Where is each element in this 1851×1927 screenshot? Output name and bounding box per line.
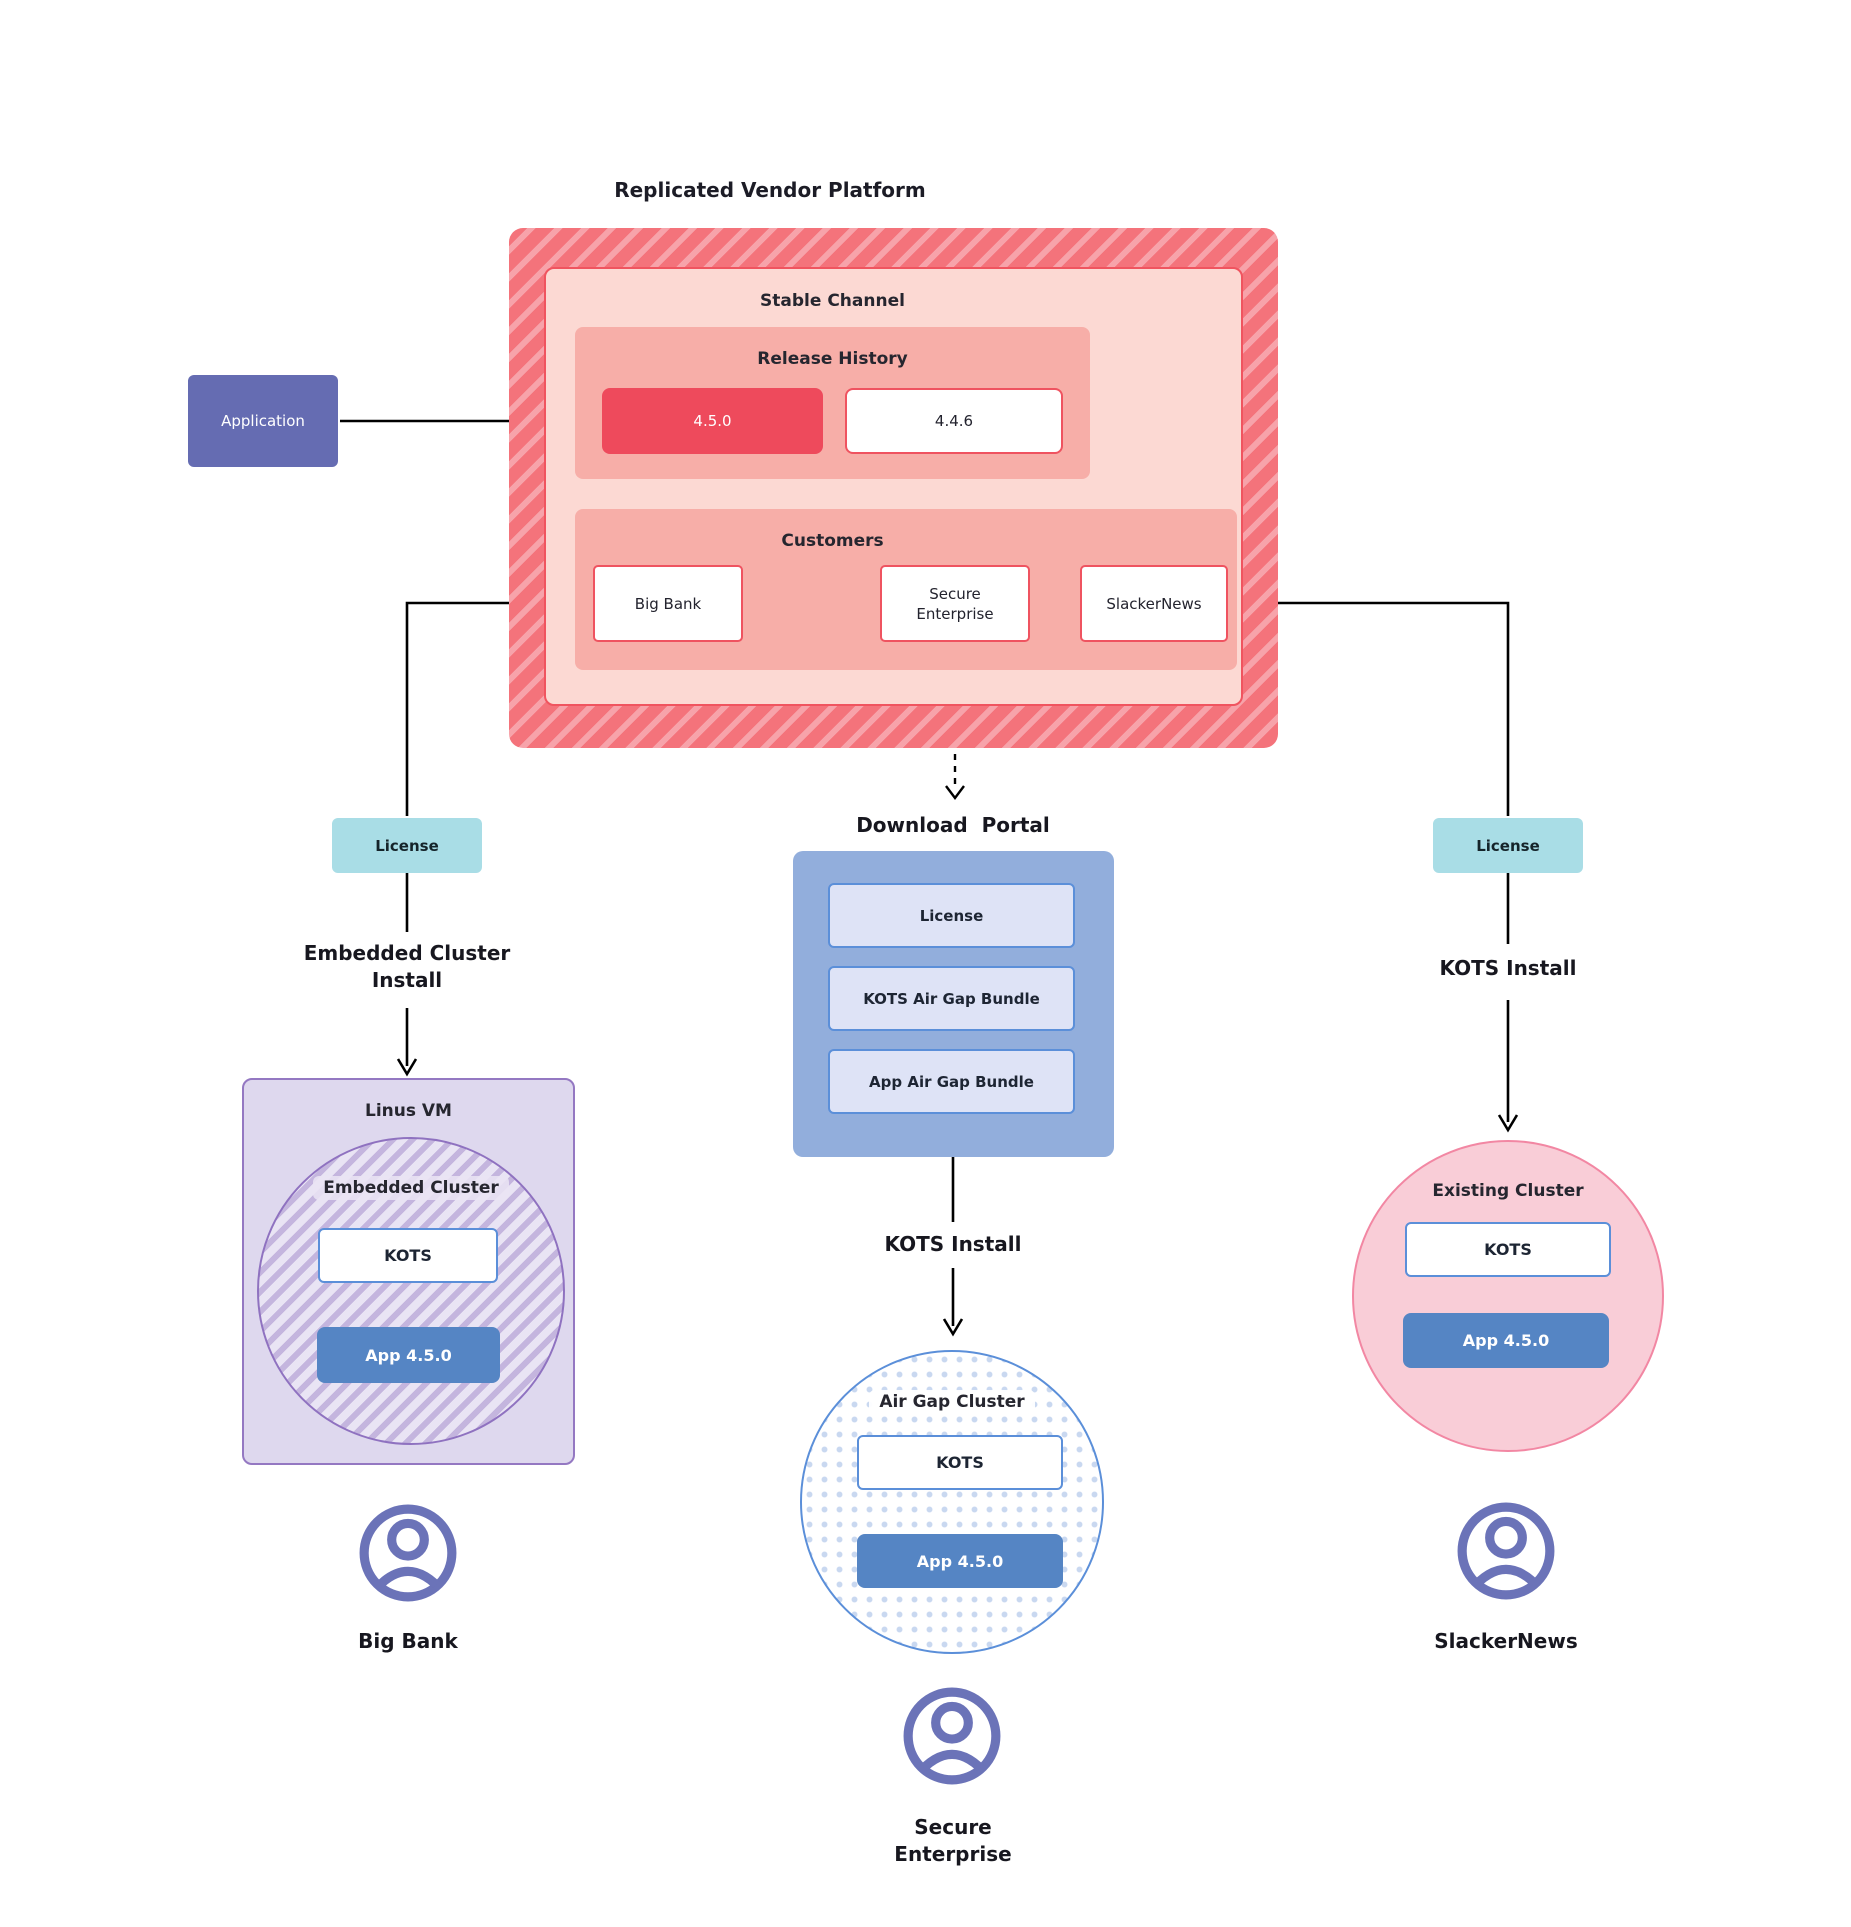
stable-channel-label: Stable Channel (760, 291, 905, 311)
app-450-box-middle: App 4.5.0 (857, 1534, 1063, 1588)
kots-install-label-middle: KOTS Install (884, 1232, 1022, 1256)
existing-cluster-circle (1352, 1140, 1664, 1452)
portal-item-kots-airgap-bundle: KOTS Air Gap Bundle (828, 966, 1075, 1031)
release-version-450: 4.5.0 (602, 388, 823, 454)
kots-install-label-right: KOTS Install (1439, 956, 1577, 980)
kots-box-middle: KOTS (857, 1435, 1063, 1490)
application-box: Application (188, 375, 338, 467)
license-box-left: License (332, 818, 482, 873)
secure-enterprise-user-label: Secure Enterprise (894, 1815, 1012, 1866)
person-icon-slackernews (1457, 1502, 1555, 1600)
line-slackernews-to-license (1228, 601, 1510, 944)
download-portal-label: Download Portal (856, 813, 1050, 837)
big-bank-user-label: Big Bank (358, 1629, 458, 1653)
portal-item-license: License (828, 883, 1075, 948)
app-450-box-right: App 4.5.0 (1403, 1313, 1609, 1368)
kots-box-right: KOTS (1405, 1222, 1611, 1277)
linus-vm-label: Linus VM (365, 1101, 452, 1121)
customer-big-bank: Big Bank (593, 565, 743, 642)
release-version-446: 4.4.6 (845, 388, 1063, 454)
customer-slackernews: SlackerNews (1080, 565, 1228, 642)
customer-secure-enterprise: Secure Enterprise (880, 565, 1030, 642)
person-icon-secure-enterprise (903, 1687, 1001, 1785)
diagram-title: Replicated Vendor Platform (614, 178, 926, 202)
portal-item-app-airgap-bundle: App Air Gap Bundle (828, 1049, 1075, 1114)
arrow-kotsinstall-to-existing (1497, 1000, 1519, 1133)
air-gap-cluster-label: Air Gap Cluster (802, 1390, 1102, 1414)
app-450-box-left: App 4.5.0 (317, 1327, 500, 1383)
existing-cluster-label: Existing Cluster (1432, 1181, 1584, 1201)
embedded-cluster-label-text: Embedded Cluster (313, 1176, 509, 1200)
person-icon-big-bank (359, 1504, 457, 1602)
customers-label: Customers (781, 531, 884, 551)
release-history-label: Release History (757, 349, 908, 369)
arrow-license-to-linusvm (396, 1008, 418, 1077)
embedded-cluster-install-label: Embedded Cluster Install (303, 941, 511, 992)
license-box-right: License (1433, 818, 1583, 873)
embedded-cluster-label: Embedded Cluster (261, 1176, 561, 1200)
arrow-portal-to-airgap (942, 1157, 964, 1337)
kots-box-left: KOTS (318, 1228, 498, 1283)
dashed-arrow-secure-to-portal (945, 646, 965, 800)
slackernews-user-label: SlackerNews (1434, 1629, 1578, 1653)
air-gap-cluster-label-text: Air Gap Cluster (869, 1390, 1035, 1414)
